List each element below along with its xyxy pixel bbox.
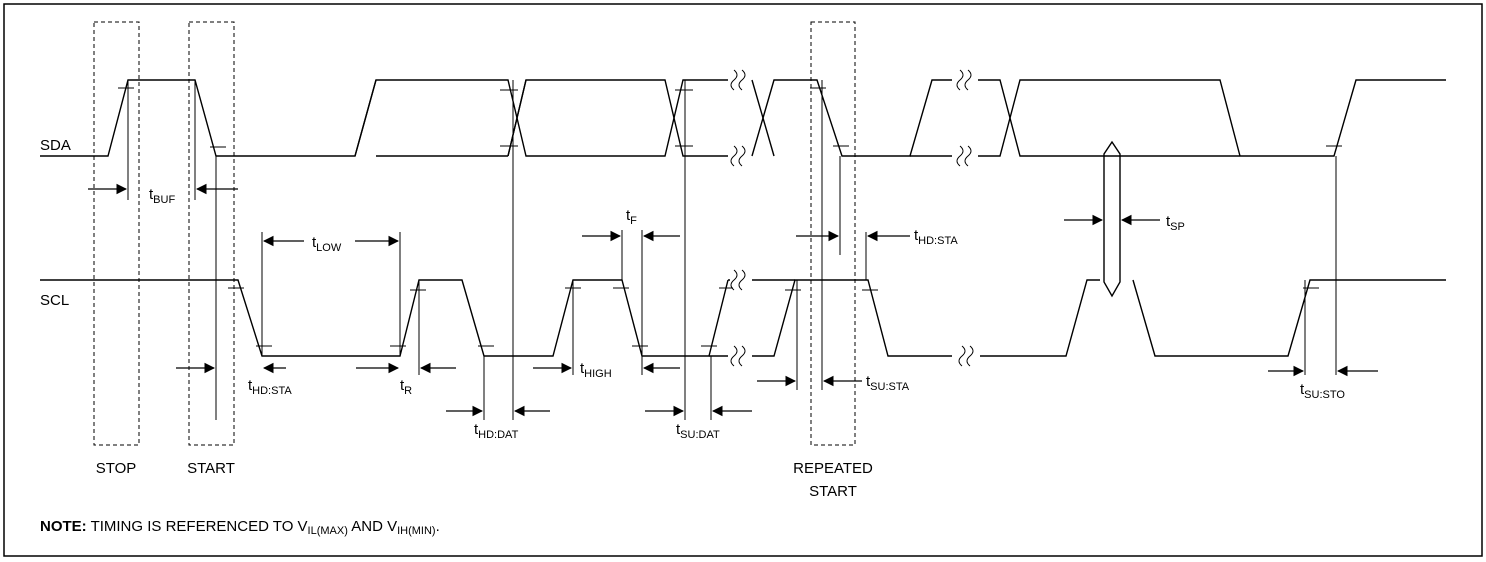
stop-condition-box: [93, 21, 140, 446]
t-buf-label: tBUF: [149, 186, 175, 206]
scl-label: SCL: [40, 292, 69, 309]
t-hd-sta-bottom-label: tHD:STA: [248, 377, 292, 397]
t-high-label: tHIGH: [580, 360, 612, 380]
timing-note: NOTE: TIMING IS REFERENCED TO VIL(MAX) A…: [40, 518, 440, 537]
t-r-label: tR: [400, 377, 412, 397]
sda-waveform: [40, 69, 1446, 167]
t-f-label: tF: [626, 207, 637, 227]
t-su-dat-label: tSU:DAT: [676, 421, 720, 441]
repeated-label: REPEATED: [793, 460, 873, 477]
stop-label: STOP: [96, 460, 137, 477]
diagram-frame: [3, 3, 1483, 557]
threshold-ticks: [118, 87, 1342, 347]
reference-lines: [127, 80, 1337, 420]
sda-label: SDA: [40, 137, 71, 154]
start-label: START: [187, 460, 235, 477]
t-hd-sta-top-label: tHD:STA: [914, 227, 958, 247]
t-low-label: tLOW: [312, 234, 342, 254]
t-sp-label: tSP: [1166, 213, 1185, 233]
timing-arrows: [88, 183, 1378, 417]
t-hd-dat-label: tHD:DAT: [474, 421, 519, 441]
scl-waveform: [40, 269, 1446, 367]
repeated-start-box: [810, 21, 856, 446]
t-su-sta-label: tSU:STA: [866, 373, 910, 393]
repeated-start-label: START: [809, 483, 857, 500]
spike-pulse: [1103, 140, 1121, 298]
start-condition-box: [188, 21, 235, 446]
t-su-sto-label: tSU:STO: [1300, 381, 1345, 401]
